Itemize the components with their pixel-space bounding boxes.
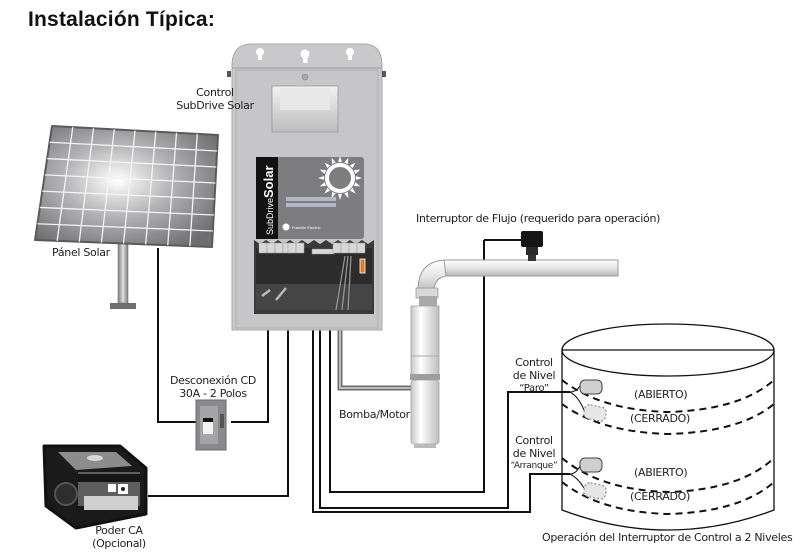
sun-ray (319, 169, 327, 174)
level-start-label-line3: “Arranque” (510, 461, 558, 471)
level-stop-label: Control de Nivel “Paro” (506, 356, 562, 395)
generator (42, 444, 148, 530)
wire-panel-to-disconnect (157, 248, 210, 423)
float-start-open (579, 457, 603, 473)
panel-pole (117, 240, 129, 304)
sun-ray (318, 176, 325, 180)
panel-cell-divider (49, 141, 218, 152)
float-stop-closed (583, 404, 607, 422)
panel-cell-divider (122, 130, 136, 244)
sun-ray (355, 176, 362, 180)
sun-icon (318, 156, 362, 200)
level-stop-label-line1: Control (515, 356, 553, 369)
wire-flow-switch (329, 239, 526, 493)
ac-power-label-line1: Poder CA (95, 524, 143, 537)
sun-ray (353, 169, 361, 174)
panel-cell-divider (44, 174, 216, 184)
page-title: Instalación Típica: (28, 8, 216, 31)
controller-label-line2: SubDrive Solar (176, 99, 254, 112)
solar-panel-label: Pánel Solar (52, 246, 110, 259)
ac-power-label-line2: (Opcional) (92, 537, 146, 550)
float-switches (569, 379, 607, 500)
sun-ray (344, 157, 349, 165)
wiring (148, 239, 570, 513)
panel-cell-divider (37, 223, 213, 232)
faceplate-maker: Franklin Electric (292, 225, 320, 230)
discharge-pipe (415, 259, 619, 299)
level-stop-label-line2: de Nivel (512, 369, 556, 382)
panel-cell-divider (167, 132, 178, 246)
dc-disconnect-switch (195, 399, 227, 451)
start-open-label: (ABIERTO) (634, 466, 688, 479)
ac-power-label: Poder CA (Opcional) (84, 524, 154, 550)
level-start-label-line1: Control (515, 434, 553, 447)
controller-label: Control SubDrive Solar (170, 86, 260, 112)
controller-label-line1: Control (196, 86, 234, 99)
panel-cell-divider (56, 127, 74, 241)
sun-ray (331, 157, 336, 165)
sun-ray (324, 162, 331, 169)
disconnect-label: Desconexión CD 30A - 2 Polos (166, 374, 260, 400)
sun-ray (353, 182, 361, 187)
faceplate-brand: SubDriveSolar (261, 165, 276, 235)
float-stop-open (579, 379, 603, 395)
sun-ray (331, 191, 336, 199)
wire-generator-to-controller (148, 262, 289, 497)
level-start-label: Control de Nivel “Arranque” (504, 434, 564, 473)
stop-open-label: (ABIERTO) (634, 388, 688, 401)
solar-panel (34, 125, 219, 309)
stop-closed-label: (CERRADO) (630, 412, 691, 425)
panel-cell-divider (100, 129, 115, 243)
wire-level-stop (319, 262, 570, 509)
panel-cell-divider (189, 133, 198, 247)
pump-motor (410, 296, 440, 448)
panel-cell-divider (39, 206, 214, 216)
disconnect-label-line2: 30A - 2 Polos (179, 387, 247, 400)
mounting-keyholes (256, 48, 354, 63)
sun-ray (338, 193, 342, 200)
wire-level-start (312, 262, 570, 513)
sun-ray (349, 187, 356, 194)
panel-cell-divider (144, 131, 157, 245)
sun-ray (324, 187, 331, 194)
sun-ray (344, 191, 349, 199)
sun-ray (338, 156, 342, 163)
panel-cell-divider (42, 190, 215, 200)
panel-cell-divider (47, 157, 217, 168)
level-stop-label-line3: “Paro” (519, 383, 549, 394)
start-closed-label: (CERRADO) (630, 490, 691, 503)
level-start-label-line2: de Nivel (512, 447, 556, 460)
terminal-blocks (258, 242, 366, 255)
subdrive-controller: SubDriveSolar Franklin Electric (227, 43, 386, 331)
panel-base (110, 303, 136, 309)
sun-ray (319, 182, 327, 187)
disconnect-label-line1: Desconexión CD (169, 374, 256, 387)
pump-motor-label: Bomba/Motor (339, 408, 410, 421)
flow-switch-label: Interruptor de Flujo (requerido para ope… (416, 212, 661, 225)
flow-switch (521, 231, 543, 261)
float-start-closed (583, 482, 607, 500)
sun-ray (349, 162, 356, 169)
panel-cell-divider (78, 128, 95, 242)
tank-caption: Operación del Interruptor de Control a 2… (542, 531, 793, 544)
water-tank (561, 323, 775, 531)
